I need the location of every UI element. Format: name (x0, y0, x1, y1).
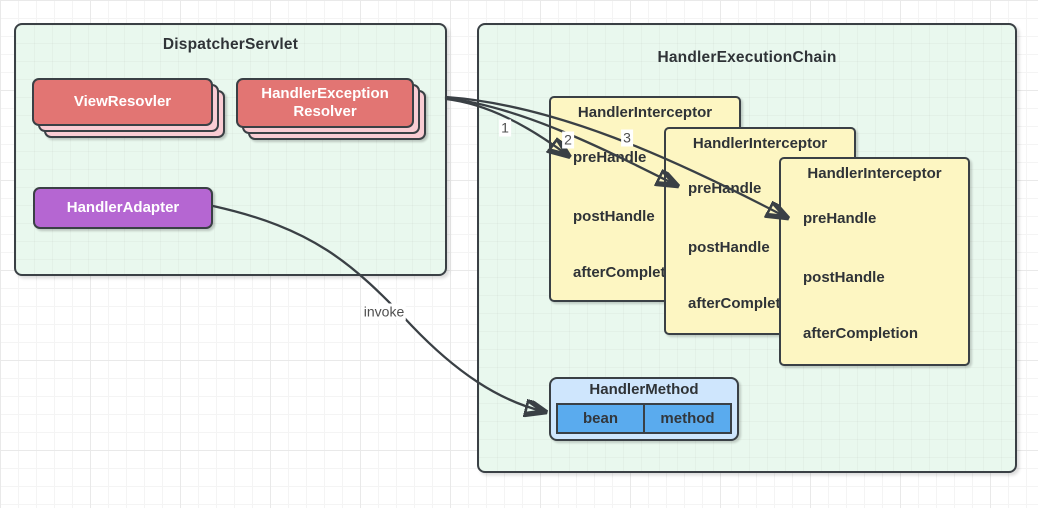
arrow-order-label-2: 2 (562, 131, 574, 149)
interceptor-3-aftercompletion-label: afterCompletion (803, 325, 919, 342)
handler-method-row: bean method (556, 403, 732, 434)
handler-method-box: HandlerMethod bean method (549, 377, 739, 441)
handler-method-title: HandlerMethod (589, 381, 699, 398)
interceptor-3-posthandle-label: postHandle (803, 269, 885, 286)
dispatcher-servlet-container: DispatcherServlet ViewResovler HandlerEx… (14, 23, 447, 276)
handler-interceptor-box-3: HandlerInterceptor preHandle postHandle … (779, 157, 970, 366)
handler-interceptor-1-title: HandlerInterceptor (577, 104, 713, 121)
dispatcher-servlet-title: DispatcherServlet (162, 36, 299, 53)
handler-exception-resolver-stack: HandlerException Resolver (236, 78, 426, 140)
handler-execution-chain-container: HandlerExecutionChain HandlerInterceptor… (477, 23, 1017, 473)
handler-interceptor-2-title: HandlerInterceptor (692, 135, 828, 152)
interceptor-2-posthandle-label: postHandle (688, 239, 770, 256)
interceptor-2-aftercompletion-label: afterCompletion (688, 295, 804, 312)
handler-interceptor-3-title: HandlerInterceptor (807, 165, 942, 182)
view-resolver-box: ViewResovler (32, 78, 213, 126)
interceptor-1-posthandle-label: postHandle (573, 208, 655, 225)
interceptor-3-prehandle-label: preHandle (803, 210, 877, 227)
handler-exception-resolver-box: HandlerException Resolver (236, 78, 414, 128)
arrow-order-label-3: 3 (621, 129, 633, 147)
interceptor-2-prehandle-label: preHandle (688, 180, 762, 197)
handler-adapter-box: HandlerAdapter (33, 187, 213, 229)
handler-method-method-cell: method (645, 405, 730, 432)
view-resolver-stack: ViewResovler (32, 78, 225, 138)
handler-execution-chain-title: HandlerExecutionChain (657, 49, 837, 66)
invoke-edge-label: invoke (361, 303, 407, 321)
interceptor-1-prehandle-label: preHandle (573, 149, 647, 166)
interceptor-1-aftercompletion-label: afterCompletion (573, 264, 689, 281)
arrow-order-label-1: 1 (499, 119, 511, 137)
handler-method-bean-cell: bean (558, 405, 645, 432)
